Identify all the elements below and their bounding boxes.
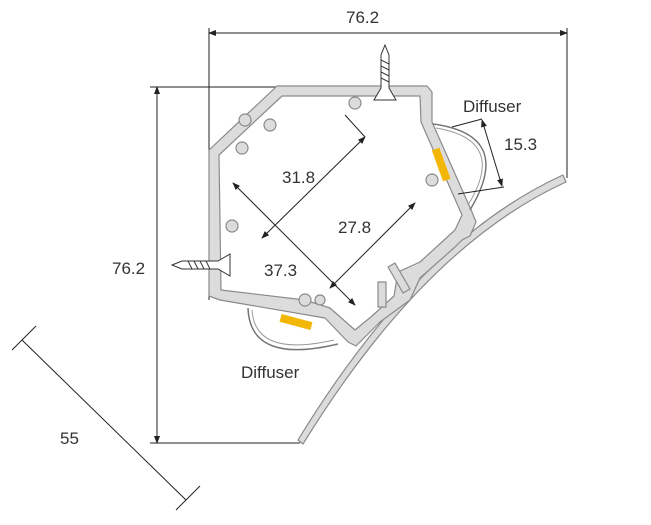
led-strip-top-right xyxy=(431,147,451,182)
dim-inner-diagonal: 31.8 xyxy=(282,168,315,187)
dim-channel-width: 27.8 xyxy=(338,218,371,237)
screw-left xyxy=(170,253,231,277)
label-diffuser-bottom: Diffuser xyxy=(241,363,300,382)
dim-diffuser-width: 15.3 xyxy=(504,135,537,154)
dim-diagonal-width: 55 xyxy=(60,429,79,448)
diffuser-bottom-inner xyxy=(251,309,335,346)
led-strip-bottom xyxy=(279,313,313,331)
diffuser-bottom xyxy=(247,307,339,351)
dim-inner-width: 37.3 xyxy=(264,261,297,280)
dim-overall-width: 76.2 xyxy=(346,8,379,27)
label-diffuser-top: Diffuser xyxy=(463,97,522,116)
dim-overall-height: 76.2 xyxy=(112,259,145,278)
screw-top xyxy=(373,43,397,101)
dimension-lines xyxy=(11,30,568,511)
